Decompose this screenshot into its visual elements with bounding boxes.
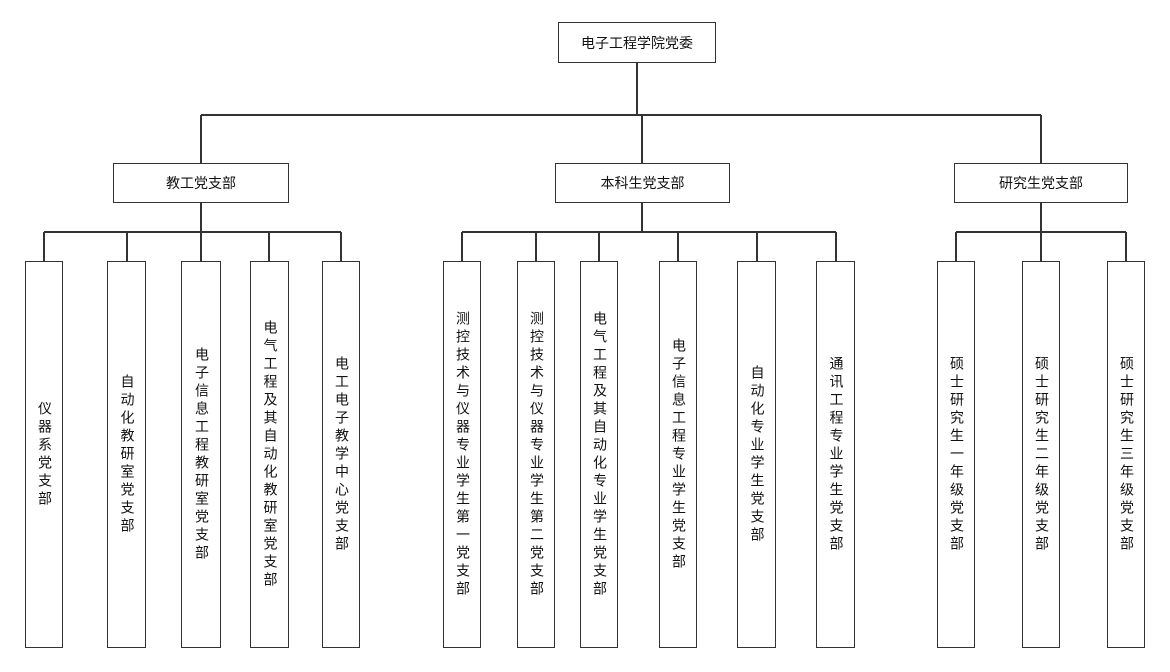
- leaf-node: 仪器系党支部: [25, 261, 63, 648]
- leaf-label: 硕士研究生一年级党支部: [948, 355, 964, 554]
- leaf-node: 测控技术与仪器专业学生第二党支部: [517, 261, 555, 648]
- branch-node: 教工党支部: [113, 163, 289, 203]
- leaf-label: 测控技术与仪器专业学生第一党支部: [454, 310, 470, 599]
- leaf-node: 通讯工程专业学生党支部: [816, 261, 855, 648]
- leaf-label: 自动化教研室党支部: [118, 373, 135, 536]
- branch-label: 研究生党支部: [999, 176, 1083, 192]
- leaf-node: 电子信息工程专业学生党支部: [659, 261, 697, 648]
- leaf-label: 电气工程及其自动化教研室党支部: [261, 319, 278, 590]
- leaf-node: 电工电子教学中心党支部: [322, 261, 360, 648]
- leaf-label: 硕士研究生二年级党支部: [1033, 355, 1049, 554]
- leaf-node: 电子信息工程教研室党支部: [181, 261, 221, 648]
- leaf-label: 电工电子教学中心党支部: [333, 355, 349, 554]
- leaf-label: 电子信息工程教研室党支部: [193, 346, 209, 563]
- leaf-node: 硕士研究生二年级党支部: [1022, 261, 1060, 648]
- leaf-node: 测控技术与仪器专业学生第一党支部: [443, 261, 481, 648]
- leaf-node: 自动化专业学生党支部: [737, 261, 776, 648]
- leaf-label: 电气工程及其自动化专业学生党支部: [591, 310, 607, 599]
- branch-label: 本科生党支部: [600, 176, 685, 192]
- leaf-node: 自动化教研室党支部: [107, 261, 146, 648]
- branch-node: 本科生党支部: [555, 163, 730, 203]
- branch-node: 研究生党支部: [954, 163, 1128, 203]
- leaf-label: 电子信息工程专业学生党支部: [670, 337, 686, 572]
- branch-label: 教工党支部: [166, 176, 236, 192]
- leaf-label: 通讯工程专业学生党支部: [827, 355, 844, 554]
- leaf-node: 硕士研究生三年级党支部: [1107, 261, 1145, 648]
- leaf-label: 硕士研究生三年级党支部: [1118, 355, 1134, 554]
- root-label: 电子工程学院党委: [581, 35, 693, 52]
- leaf-label: 仪器系党支部: [36, 400, 52, 509]
- leaf-node: 硕士研究生一年级党支部: [937, 261, 975, 648]
- root-node: 电子工程学院党委: [558, 22, 716, 63]
- leaf-node: 电气工程及其自动化教研室党支部: [250, 261, 289, 648]
- leaf-node: 电气工程及其自动化专业学生党支部: [580, 261, 618, 648]
- leaf-label: 测控技术与仪器专业学生第二党支部: [528, 310, 544, 599]
- leaf-label: 自动化专业学生党支部: [748, 364, 765, 545]
